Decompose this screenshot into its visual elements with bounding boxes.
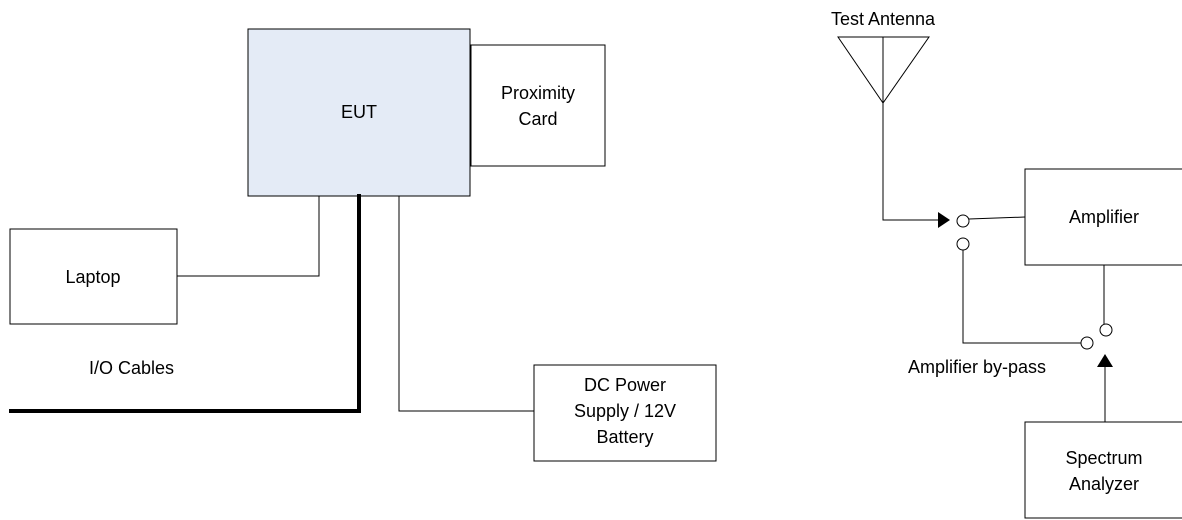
dc-power-supply-box	[533, 364, 717, 462]
eut-box	[247, 28, 471, 197]
amplifier-bypass-label: Amplifier by-pass	[908, 357, 1046, 377]
amplifier-input-line	[968, 216, 1026, 220]
io-cables-label: I/O Cables	[89, 358, 174, 378]
test-antenna-label: Test Antenna	[831, 9, 936, 29]
eut-label: EUT	[341, 102, 377, 122]
io-cable-line	[9, 194, 361, 413]
spectrum-analyzer-label-line2: Analyzer	[1069, 474, 1139, 494]
spectrum-analyzer-label-line1: Spectrum	[1065, 448, 1142, 468]
bypass-line	[962, 250, 1081, 344]
proximity-card-label-line1: Proximity	[501, 83, 575, 103]
switch-contact-amplifier-bottom	[1099, 323, 1113, 337]
spectrum-analyzer-box	[1024, 421, 1182, 519]
switch-contact-bypass-top	[956, 237, 970, 251]
dc-power-label-line1: DC Power	[584, 375, 666, 395]
switch-contact-top	[956, 214, 970, 228]
amplifier-box	[1024, 168, 1182, 266]
antenna-feed-line	[882, 103, 940, 221]
proximity-card-box	[470, 44, 606, 167]
laptop-connection-line	[177, 196, 320, 277]
analyzer-arrow-icon	[1097, 354, 1113, 367]
antenna-icon	[837, 36, 930, 104]
dc-power-label-line3: Battery	[596, 427, 653, 447]
amplifier-label: Amplifier	[1069, 207, 1139, 227]
laptop-label: Laptop	[65, 267, 120, 287]
dc-power-label-line2: Supply / 12V	[574, 401, 676, 421]
antenna-arrow-icon	[938, 212, 950, 228]
laptop-box	[9, 228, 178, 325]
proximity-card-label-line2: Card	[518, 109, 557, 129]
switch-contact-bypass-bottom	[1080, 336, 1094, 350]
dc-power-connection-line	[398, 196, 534, 412]
